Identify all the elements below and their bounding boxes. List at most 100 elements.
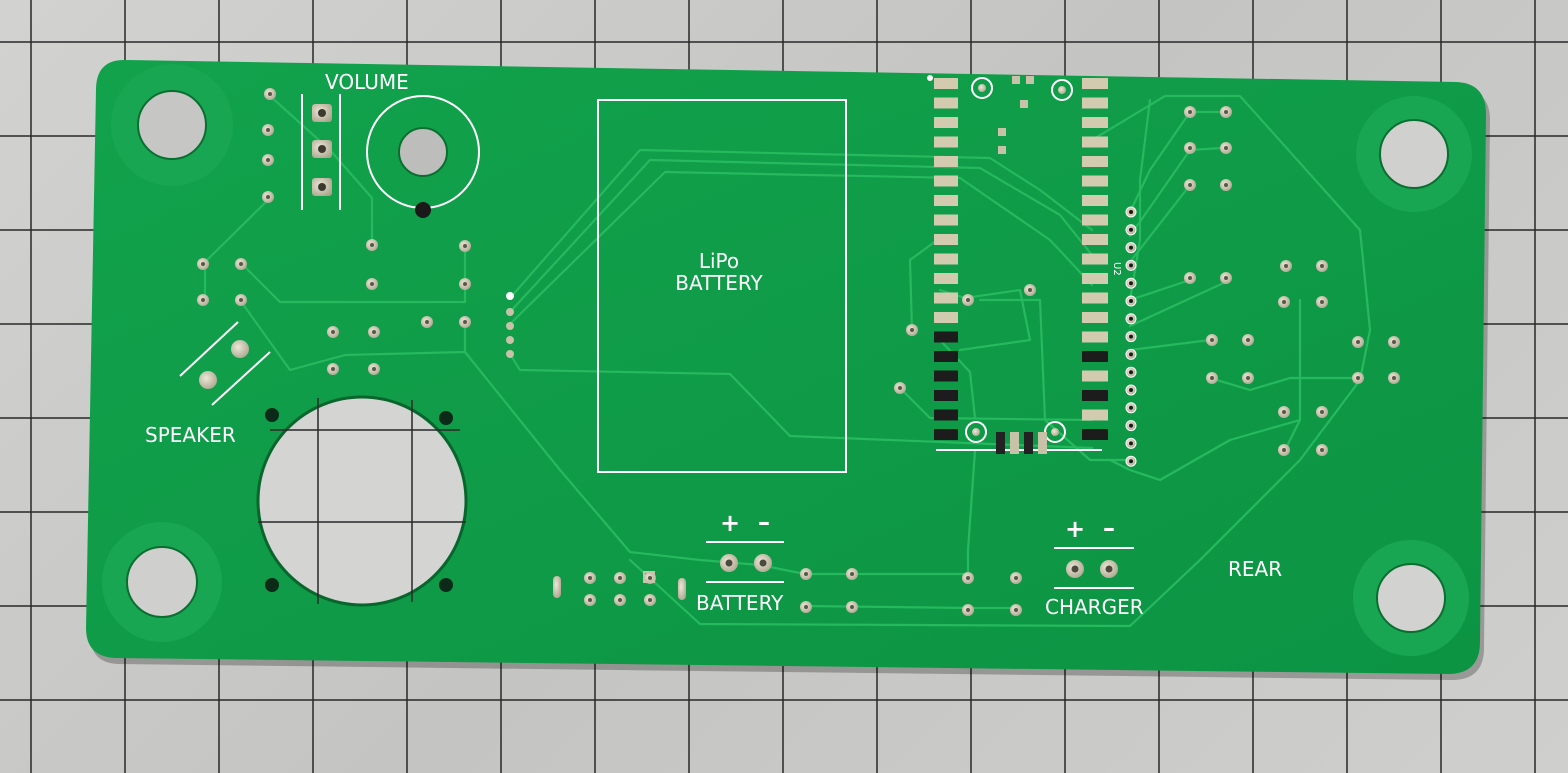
mcu-pad-right <box>1082 78 1108 89</box>
via-hole <box>898 386 902 390</box>
via-hole <box>239 262 243 266</box>
via-hole <box>266 128 270 132</box>
mcu-pad-right <box>1082 351 1108 362</box>
via-hole <box>618 598 622 602</box>
via-hole <box>1282 410 1286 414</box>
mcu-pad-left <box>934 292 958 304</box>
header-pad-hole <box>1129 459 1133 464</box>
mcu-pad-left <box>934 331 958 343</box>
via-hole <box>1320 448 1324 452</box>
mcu-pad-left <box>934 273 958 284</box>
mcu-pad-right <box>1082 292 1108 304</box>
header-pad-hole <box>1129 352 1133 357</box>
via-hole <box>1392 376 1396 380</box>
through-hole-pads <box>197 88 1400 616</box>
mcu-pad-left <box>934 156 958 167</box>
via-hole <box>966 608 970 612</box>
via-hole <box>463 320 467 324</box>
via-hole <box>1224 110 1228 114</box>
speaker-label: SPEAKER <box>145 423 236 447</box>
via-hole <box>331 330 335 334</box>
via-hole <box>804 572 808 576</box>
battery-plus-label: + <box>720 509 740 537</box>
charger-connector <box>1054 547 1134 589</box>
mcu-pad-right <box>1082 156 1108 167</box>
via-hole <box>1188 110 1192 114</box>
via-hole <box>372 330 376 334</box>
mcu-pad-right <box>1082 253 1108 265</box>
via-hole <box>804 605 808 609</box>
via-hole <box>1356 340 1360 344</box>
battery-minus-label: – <box>758 508 770 536</box>
mcu-pad-right <box>1082 175 1108 187</box>
lipo-battery-outline <box>597 99 847 473</box>
via-hole <box>463 244 467 248</box>
header-pin <box>506 350 514 358</box>
lipo-battery-label: BATTERY <box>675 271 763 295</box>
volume-potentiometer <box>301 94 480 218</box>
via-hole <box>370 282 374 286</box>
mounting-hole-bottom-left <box>102 522 222 642</box>
mcu-pad-right <box>1082 136 1108 148</box>
via-hole <box>1028 288 1032 292</box>
via-hole <box>239 298 243 302</box>
via-hole <box>1320 264 1324 268</box>
via-hole <box>1246 338 1250 342</box>
via-hole <box>1188 146 1192 150</box>
mcu-pad-left <box>934 136 958 148</box>
via-hole <box>910 328 914 332</box>
mounting-hole-bottom-right <box>1353 540 1469 656</box>
header-pad-hole <box>1129 210 1133 214</box>
header-pin <box>506 292 514 300</box>
header-pad-hole <box>1129 370 1133 375</box>
speaker-connector <box>179 321 271 406</box>
mcu-pad-right <box>1082 195 1108 206</box>
via-hole <box>372 367 376 371</box>
via-hole <box>1320 410 1324 414</box>
header-pad-hole <box>1129 405 1133 410</box>
battery-label: BATTERY <box>696 591 784 615</box>
via-hole <box>850 572 854 576</box>
mcu-pad-left <box>934 214 958 226</box>
mcu-pad-left <box>934 195 958 206</box>
mcu-pad-right <box>1082 273 1108 284</box>
mcu-pad-right <box>1082 234 1108 245</box>
header-pad-hole <box>1129 423 1133 428</box>
via-hole <box>850 605 854 609</box>
via-hole <box>1188 183 1192 187</box>
mcu-pad-left <box>934 117 958 128</box>
via-hole <box>618 576 622 580</box>
via-hole <box>1210 376 1214 380</box>
via-hole <box>370 243 374 247</box>
speaker-cutout <box>256 395 468 607</box>
header-pad-hole <box>1129 245 1133 250</box>
lipo-label: LiPo <box>699 249 739 273</box>
mcu-pad-left <box>934 351 958 362</box>
via-hole <box>201 262 205 266</box>
mcu-pad-left <box>934 312 958 323</box>
mcu-pad-left <box>934 234 958 245</box>
header-pin <box>506 322 514 330</box>
mcu-module-u2 <box>927 75 1137 467</box>
via-hole <box>966 298 970 302</box>
header-pin <box>506 308 514 316</box>
mcu-pad-left <box>934 409 958 421</box>
mcu-pad-left <box>934 175 958 187</box>
mcu-pad-left <box>934 253 958 265</box>
mcu-pad-right <box>1082 97 1108 109</box>
mcu-pad-right <box>1082 370 1108 382</box>
mcu-pad-right <box>1082 214 1108 226</box>
via-hole <box>648 576 652 580</box>
battery-connector <box>706 541 784 583</box>
mcu-pad-left <box>934 370 958 382</box>
mcu-pad-right <box>1082 429 1108 440</box>
header-pad-hole <box>1129 299 1133 303</box>
via-hole <box>201 298 205 302</box>
via-hole <box>1014 576 1018 580</box>
via-hole <box>266 158 270 162</box>
charger-minus-label: – <box>1103 514 1115 542</box>
switch-footprint <box>553 571 686 600</box>
via-hole <box>425 320 429 324</box>
u2-designator: U2 <box>1111 262 1122 276</box>
